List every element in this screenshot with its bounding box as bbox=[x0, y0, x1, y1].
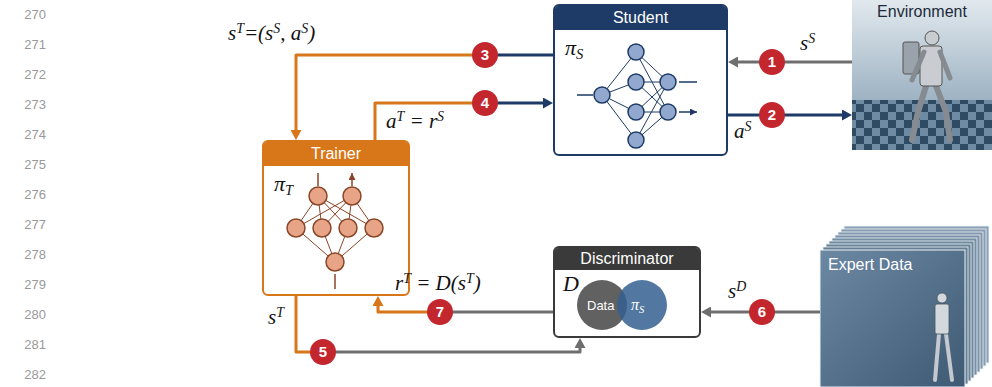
line-number: 270 bbox=[6, 7, 46, 23]
expert-data-frames bbox=[820, 226, 989, 387]
connector bbox=[375, 103, 546, 140]
line-number: 280 bbox=[6, 307, 46, 323]
line-number: 281 bbox=[6, 337, 46, 353]
edge-label: sD bbox=[728, 280, 746, 303]
line-number: 273 bbox=[6, 97, 46, 113]
network-neurons bbox=[287, 187, 383, 271]
line-number: 276 bbox=[6, 187, 46, 203]
robot-torso bbox=[935, 304, 949, 334]
connector-segment bbox=[440, 311, 553, 314]
edge-label: sT bbox=[268, 306, 284, 329]
environment-picture bbox=[852, 0, 992, 150]
front-frame bbox=[820, 250, 965, 387]
line-number: 274 bbox=[6, 127, 46, 143]
line-number: 275 bbox=[6, 157, 46, 173]
circle-text: Data bbox=[587, 298, 614, 313]
edge-label: sT=(sS, aS) bbox=[228, 22, 315, 45]
environment-panel: Environment bbox=[852, 0, 992, 150]
box-symbol: πS bbox=[565, 36, 583, 60]
robot-head bbox=[937, 293, 947, 303]
connector-segment bbox=[735, 61, 852, 64]
network-neurons bbox=[594, 44, 676, 148]
expert-data-stack: Expert Data bbox=[820, 226, 992, 387]
callout-number: 4 bbox=[472, 90, 498, 116]
line-number: 271 bbox=[6, 37, 46, 53]
discriminator-box: DiscriminatorD Data πS bbox=[553, 246, 701, 338]
box-symbol: πT bbox=[274, 172, 293, 196]
policy-circle: πS bbox=[617, 280, 667, 330]
callout-number: 1 bbox=[759, 49, 785, 75]
connector bbox=[296, 55, 553, 133]
network-links bbox=[296, 196, 374, 262]
connector-segment bbox=[375, 103, 485, 140]
student-network bbox=[577, 44, 697, 148]
panel-caption: Expert Data bbox=[828, 256, 912, 274]
trainer-network bbox=[287, 173, 383, 289]
callout-number: 6 bbox=[749, 299, 775, 325]
callout-number: 2 bbox=[759, 102, 785, 128]
line-number: 277 bbox=[6, 217, 46, 233]
box-header: Discriminator bbox=[555, 248, 699, 270]
edge-label: rT = D(sT) bbox=[395, 272, 481, 295]
robot-arms bbox=[912, 52, 950, 80]
network-links bbox=[602, 52, 668, 140]
connector bbox=[378, 303, 553, 312]
robot-head bbox=[925, 31, 939, 45]
connector-segment bbox=[296, 55, 485, 133]
circle-text: πS bbox=[631, 296, 644, 314]
box-header: Trainer bbox=[264, 142, 408, 166]
box-header: Student bbox=[555, 6, 726, 30]
panel-caption: Environment bbox=[852, 3, 992, 21]
callout-number: 3 bbox=[472, 42, 498, 68]
edge-label: aS bbox=[734, 120, 751, 143]
callout-number: 5 bbox=[310, 339, 336, 365]
sky bbox=[852, 0, 992, 150]
line-number: 279 bbox=[6, 277, 46, 293]
robot-legs bbox=[912, 86, 950, 140]
line-number: 282 bbox=[6, 367, 46, 383]
connector bbox=[728, 115, 845, 116]
robot-legs bbox=[935, 334, 952, 380]
box-symbol: D bbox=[563, 272, 579, 296]
student-box: Student πS bbox=[553, 4, 728, 156]
edge-label: aT = rS bbox=[386, 110, 444, 133]
line-number: 272 bbox=[6, 67, 46, 83]
edge-label: sS bbox=[800, 32, 815, 55]
connector bbox=[735, 62, 852, 63]
connector bbox=[296, 296, 580, 352]
line-number: 278 bbox=[6, 247, 46, 263]
connector-segment bbox=[728, 114, 845, 117]
connector-segment bbox=[323, 345, 580, 352]
callout-number: 7 bbox=[427, 299, 453, 325]
trainer-box: Trainer πT bbox=[262, 140, 410, 296]
